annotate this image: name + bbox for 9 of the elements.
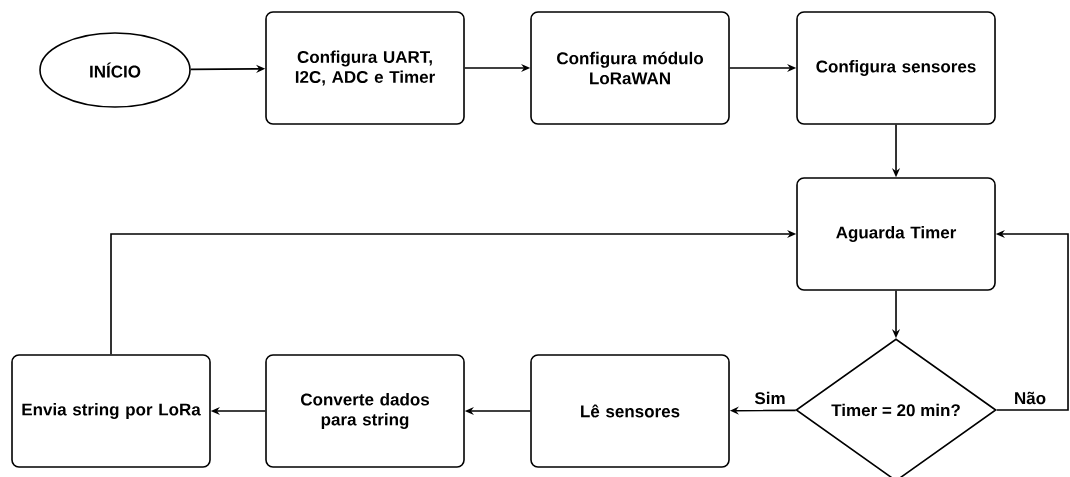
process-box: Converte dados para string xyxy=(265,354,465,468)
process-box: Configura UART, I2C, ADC e Timer xyxy=(265,11,465,125)
edge-label: Sim xyxy=(753,390,787,406)
process-box: Aguarda Timer xyxy=(796,177,996,291)
process-box: Lê sensores xyxy=(530,354,730,468)
process-box: Configura sensores xyxy=(796,11,996,125)
process-box: Configura módulo LoRaWAN xyxy=(530,11,730,125)
edge-label: Não xyxy=(1012,390,1048,406)
process-box: Envia string por LoRa xyxy=(11,354,211,468)
